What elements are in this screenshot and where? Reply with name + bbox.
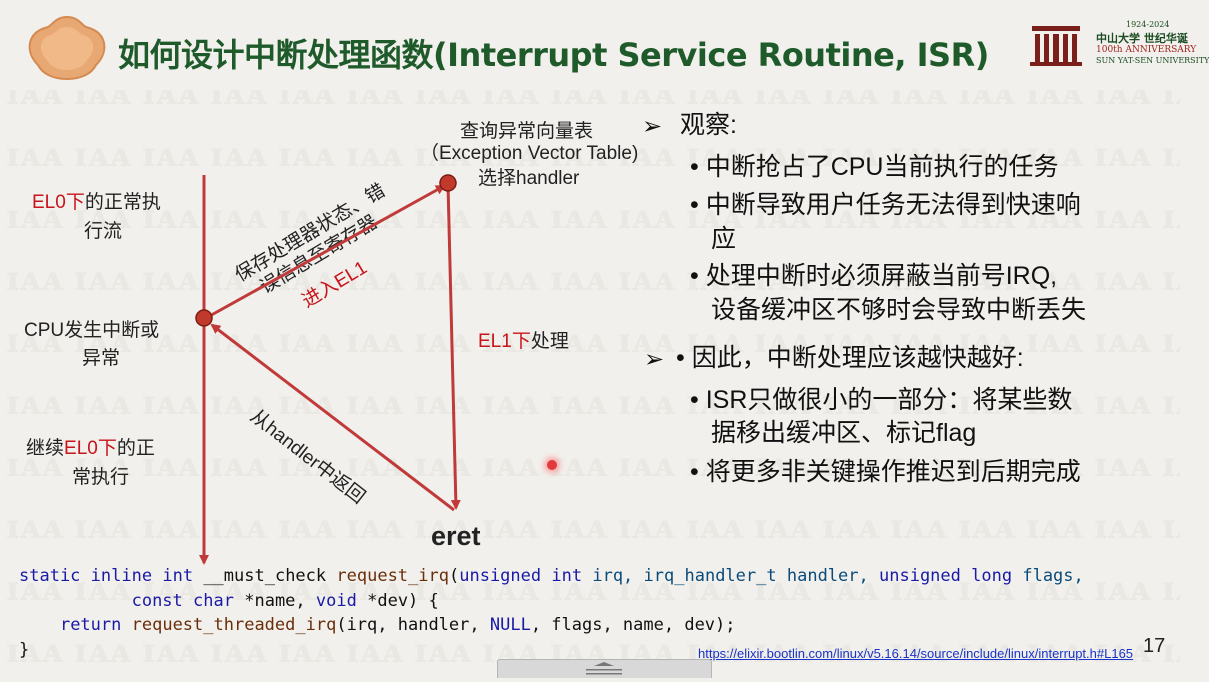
- observe-bullet-2-cont: 应: [711, 225, 737, 253]
- lookup-line1: 查询异常向量表: [460, 121, 594, 142]
- flow-diagram: [195, 174, 461, 565]
- code-block: static inline int __must_check request_i…: [19, 566, 1084, 660]
- therefore-bullet-2: • 将更多非关键操作推迟到后期完成: [690, 458, 1081, 486]
- uni-years: 1924-2024: [1126, 20, 1170, 29]
- observe-heading: 观察:: [680, 111, 737, 139]
- eret-label: eret: [431, 521, 481, 551]
- therefore-bullet-1: • ISR只做很小的一部分：将某些数: [690, 386, 1073, 414]
- uni-name-cn: 中山大学 世纪华诞: [1096, 32, 1188, 45]
- el0-normal-label: EL0下的正常执: [32, 192, 161, 213]
- interrupt-point: [195, 309, 213, 327]
- gate-icon: [1030, 26, 1082, 66]
- cpu-interrupt-label-2: 异常: [82, 348, 121, 369]
- therefore-heading: • 因此，中断处理应该越快越好:: [676, 344, 1024, 372]
- page-number: 17: [1143, 635, 1166, 657]
- uni-anniversary: 100th ANNIVERSARY: [1096, 45, 1197, 55]
- lookup-line2: （Exception Vector Table): [420, 143, 639, 164]
- continue-el0-label-2: 常执行: [72, 467, 130, 488]
- arrow-bullet-icon: ➢: [642, 112, 663, 140]
- observe-bullet-3-cont: 设备缓冲区不够时会导致中断丢失: [711, 296, 1087, 324]
- return-arrow: [210, 323, 455, 512]
- therefore-bullet-1-cont: 据移出缓冲区、标记flag: [711, 419, 977, 447]
- slide-title: 如何设计中断处理函数(Interrupt Service Routine, IS…: [118, 36, 989, 74]
- cpu-interrupt-label: CPU发生中断或: [24, 320, 160, 341]
- handler-point: [439, 174, 457, 192]
- source-link[interactable]: https://elixir.bootlin.com/linux/v5.16.1…: [698, 646, 1134, 661]
- university-logo: 1924-2024 中山大学 世纪华诞 100th ANNIVERSARY SU…: [1030, 18, 1209, 78]
- observe-bullet-1: • 中断抢占了CPU当前执行的任务: [690, 153, 1059, 181]
- watermark-pattern: ɪᴀᴀ: [0, 90, 1180, 677]
- laser-pointer-dot: [547, 460, 557, 470]
- el1-handle-arrow: [446, 183, 461, 510]
- uni-name-en: SUN YAT-SEN UNIVERSITY: [1096, 56, 1209, 65]
- flower-logo-icon: [28, 15, 106, 81]
- arrow-bullet-icon-2: ➢: [644, 345, 665, 373]
- toolbar-handle-icon: [586, 662, 622, 675]
- presentation-toolbar[interactable]: [497, 659, 712, 678]
- enter-el1-arrow: [205, 184, 446, 320]
- lookup-line3: 选择handler: [478, 168, 580, 189]
- el0-normal-label-2: 行流: [84, 221, 123, 242]
- continue-el0-label: 继续EL0下的正: [26, 438, 155, 459]
- observe-bullet-3: • 处理中断时必须屏蔽当前号IRQ,: [690, 262, 1058, 290]
- el1-handle-label: EL1下处理: [478, 331, 569, 352]
- observe-bullet-2: • 中断导致用户任务无法得到快速响: [690, 191, 1081, 219]
